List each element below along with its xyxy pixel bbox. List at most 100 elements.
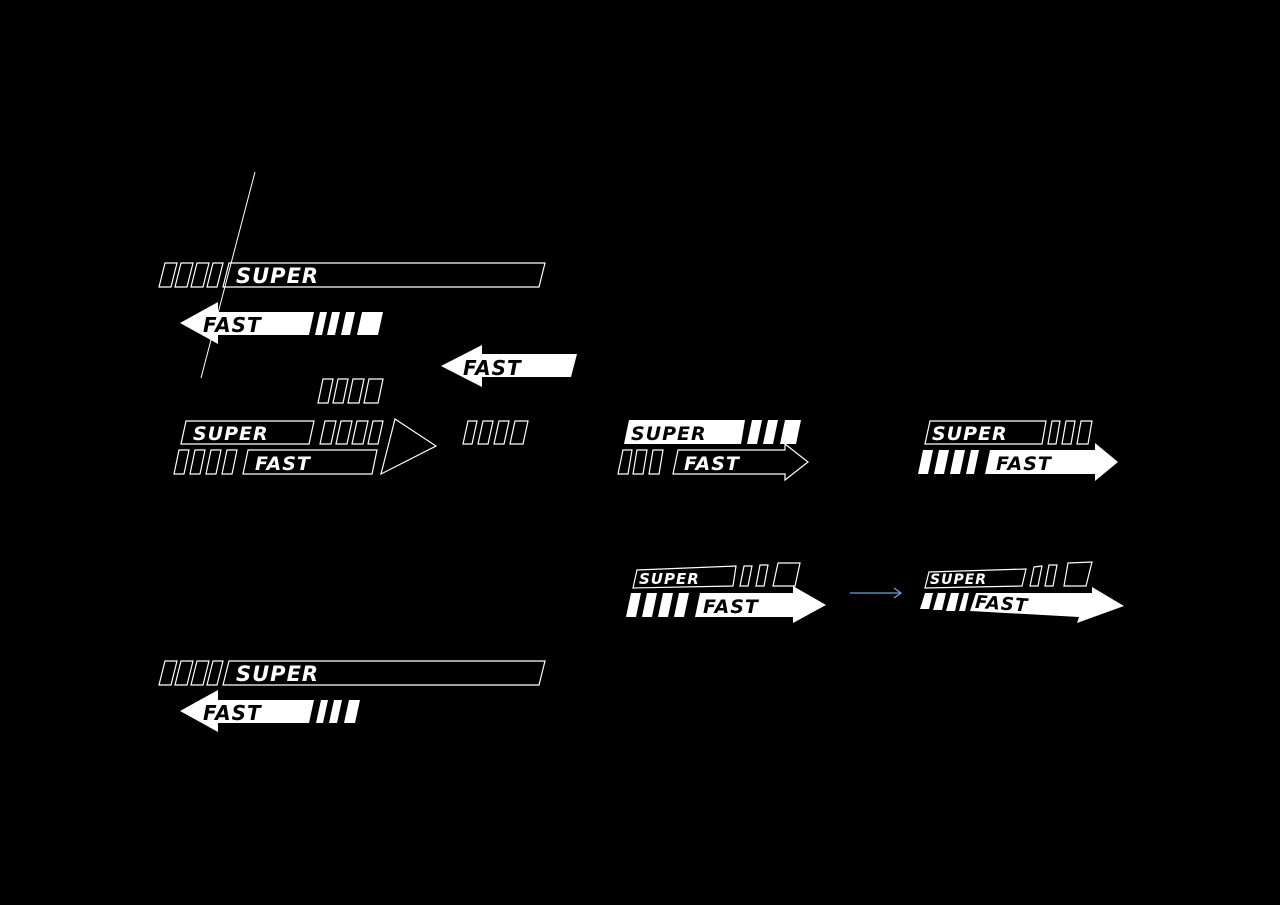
stripe: [335, 420, 353, 445]
stripe: [341, 312, 355, 335]
stripe: [626, 593, 641, 617]
guide-line: [200, 171, 256, 379]
stripe: [674, 593, 689, 617]
stripe: [1063, 561, 1093, 587]
fast-arrow-right: [970, 587, 1124, 623]
super-label: SUPER: [631, 423, 707, 445]
stripe: [920, 593, 933, 609]
super-bar: [924, 568, 1027, 589]
fast-arrow-left: [180, 302, 314, 344]
stripe: [739, 565, 753, 587]
super-bar: [222, 660, 546, 686]
stripe: [950, 450, 965, 474]
stripe: [1076, 420, 1093, 445]
stripe: [617, 449, 633, 475]
stripe: [205, 449, 222, 475]
stripe: [158, 262, 178, 288]
stripe: [319, 420, 337, 445]
arrow-head: [380, 418, 438, 476]
super-label: SUPER: [932, 423, 1008, 445]
connector-arrowhead: [893, 587, 903, 599]
stripe: [174, 262, 194, 288]
stripe: [189, 449, 206, 475]
stripe: [315, 312, 327, 335]
stripe: [190, 660, 210, 686]
fast-bar: [242, 449, 378, 475]
logo-variant-2: SUPER FAST: [173, 418, 438, 476]
super-label: SUPER: [236, 264, 319, 288]
stripe: [327, 312, 340, 335]
stripe: [658, 593, 673, 617]
stripe: [174, 660, 194, 686]
stripe: [367, 420, 384, 445]
stripe: [206, 262, 224, 288]
logo-variant-7: SUPER FAST: [158, 660, 546, 732]
super-bar: [632, 565, 737, 589]
stripe: [934, 450, 949, 474]
fast-label: FAST: [703, 596, 760, 618]
stripe: [1061, 420, 1076, 445]
fast-arrow-right: [672, 442, 809, 482]
stripe: [632, 449, 648, 475]
stripe-group-loose: [462, 420, 529, 445]
stripe: [959, 593, 969, 611]
stripe-group-floating: [317, 378, 384, 404]
super-label: SUPER: [930, 572, 987, 588]
stripe: [462, 420, 478, 445]
stripe: [763, 420, 778, 444]
fast-arrow-left: [441, 345, 577, 387]
stripe: [933, 593, 946, 610]
stripe-group-outline: [158, 262, 224, 288]
fast-label: FAST: [463, 356, 522, 380]
fast-arrow-right: [695, 586, 826, 623]
super-bar: [180, 420, 315, 445]
stripe: [357, 312, 383, 335]
stripe: [1047, 420, 1061, 445]
stripe: [772, 562, 801, 587]
fast-arrow-right: [985, 443, 1118, 481]
stripe: [966, 450, 979, 474]
stripe: [946, 593, 959, 611]
fast-label: FAST: [996, 453, 1053, 475]
fast-label: FAST: [255, 453, 312, 475]
fast-label: FAST: [203, 313, 262, 337]
stripe-group-solid: [315, 312, 383, 335]
fast-arrow-standalone: FAST: [441, 345, 577, 387]
stripe: [329, 700, 342, 723]
logo-variant-4: SUPER FAST: [918, 420, 1118, 481]
stripe: [1029, 565, 1043, 587]
logo-variant-1: SUPER FAST: [158, 171, 546, 379]
stripe: [918, 450, 933, 474]
stripe: [158, 660, 178, 686]
stripe: [332, 378, 349, 404]
super-bar: [624, 420, 745, 444]
super-label: SUPER: [193, 423, 269, 445]
super-label: SUPER: [236, 662, 319, 686]
stripe: [509, 420, 529, 445]
stripe: [344, 700, 360, 723]
stripe: [780, 420, 801, 444]
fast-label: FAST: [974, 592, 1029, 617]
stripe: [173, 449, 190, 475]
stripe: [477, 420, 494, 445]
stripe: [648, 449, 664, 475]
logo-variant-3: SUPER FAST: [617, 420, 809, 482]
stripe: [190, 262, 210, 288]
stripe: [221, 449, 238, 475]
stripe: [316, 700, 328, 723]
stripe: [206, 660, 224, 686]
fast-label: FAST: [203, 701, 262, 725]
super-bar: [222, 262, 546, 288]
stripe: [317, 378, 334, 404]
logo-variant-5: SUPER FAST: [626, 562, 826, 623]
stripe: [363, 378, 384, 404]
stripe: [747, 420, 762, 444]
stripe: [642, 593, 657, 617]
super-bar: [924, 420, 1047, 445]
super-label: SUPER: [639, 570, 700, 588]
stripe: [351, 420, 369, 445]
stripe: [493, 420, 510, 445]
stripe: [347, 378, 365, 404]
stripe: [755, 564, 769, 587]
